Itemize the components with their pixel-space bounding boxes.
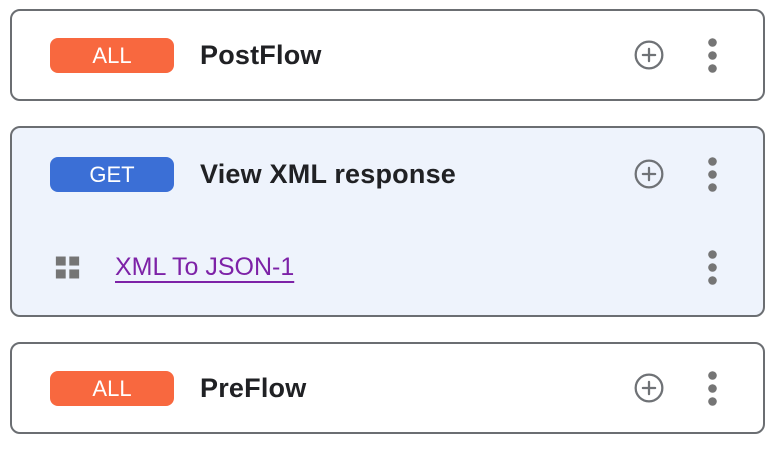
method-badge: ALL	[50, 37, 174, 73]
flow-title: View XML response	[200, 158, 456, 189]
endpoint-flows-list: ALL PostFlow	[10, 9, 765, 434]
policy-row: XML To JSON-1	[12, 220, 763, 315]
add-policy-button[interactable]	[633, 372, 665, 404]
flow-row[interactable]: ALL PostFlow	[12, 11, 763, 99]
more-options-button[interactable]	[705, 370, 719, 406]
kebab-menu-icon	[707, 250, 717, 285]
plus-circle-icon	[633, 39, 665, 71]
add-policy-button[interactable]	[633, 39, 665, 71]
kebab-menu-icon	[707, 370, 717, 406]
flow-card-postflow[interactable]: ALL PostFlow	[10, 9, 765, 101]
method-badge: GET	[50, 156, 174, 192]
kebab-menu-icon	[707, 37, 717, 73]
flow-title: PreFlow	[200, 372, 307, 403]
kebab-menu-icon	[707, 156, 717, 192]
add-policy-button[interactable]	[633, 158, 665, 190]
plus-circle-icon	[633, 158, 665, 190]
flow-title: PostFlow	[200, 39, 322, 70]
flow-row[interactable]: GET View XML response	[12, 128, 763, 220]
method-badge: ALL	[50, 370, 174, 406]
policy-link[interactable]: XML To JSON-1	[115, 253, 295, 281]
policy-drag-handle[interactable]	[52, 252, 83, 283]
more-options-button[interactable]	[705, 156, 719, 192]
more-options-button[interactable]	[705, 37, 719, 73]
grid-icon	[52, 252, 83, 283]
flow-card-preflow[interactable]: ALL PreFlow	[10, 342, 765, 434]
flow-row[interactable]: ALL PreFlow	[12, 344, 763, 432]
plus-circle-icon	[633, 372, 665, 404]
flow-card-view-xml-response[interactable]: GET View XML response	[10, 126, 765, 317]
policy-more-options-button[interactable]	[705, 250, 719, 285]
